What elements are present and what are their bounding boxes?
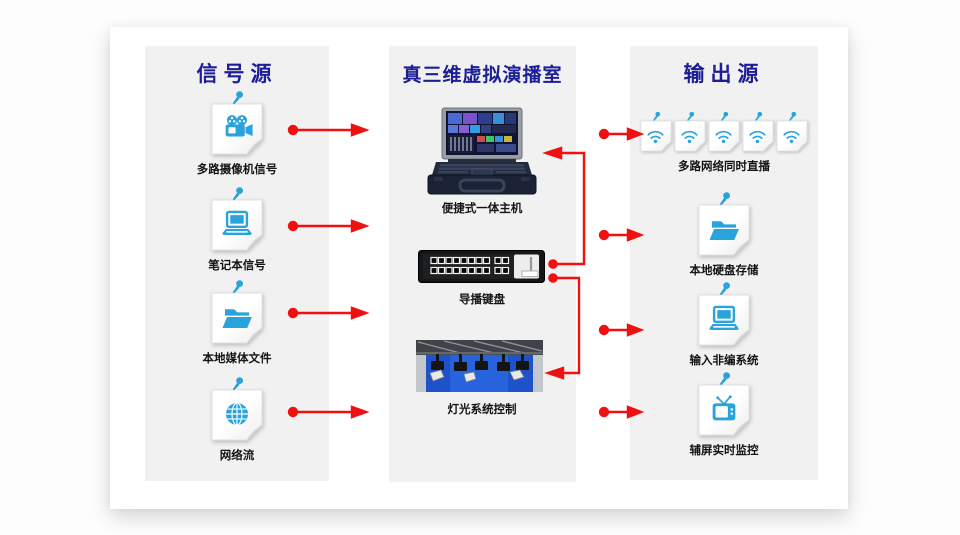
- note-card: [211, 389, 263, 441]
- note-card: [211, 103, 263, 155]
- item-label: 输入非编系统: [689, 355, 759, 367]
- output-item-laptop: 输入非编系统: [649, 281, 799, 368]
- source-item-camera: 多路摄像机信号: [162, 90, 312, 177]
- note-card: [211, 199, 263, 251]
- wifi-icon: [749, 130, 766, 144]
- wifi-note: [742, 111, 774, 152]
- item-label: 本地媒体文件: [202, 353, 272, 365]
- wifi-note: [776, 111, 808, 152]
- folder-icon: [709, 221, 739, 240]
- portable-host-image: [427, 107, 537, 195]
- lighting-rig-label: 灯光系统控制: [447, 404, 517, 416]
- switcher-keyboard-label: 导播键盘: [459, 294, 505, 306]
- output-item-tv: 辅屏实时监控: [649, 371, 799, 458]
- pushpin-icon: [232, 187, 243, 200]
- note-paper: [211, 199, 263, 251]
- wifi-note: [708, 111, 740, 152]
- output-item-wifi-group: 多路网络同时直播: [634, 111, 814, 174]
- wifi-note-row: [640, 111, 808, 152]
- item-label: 多路网络同时直播: [678, 161, 770, 173]
- note-card: [698, 204, 750, 256]
- item-label: 笔记本信号: [208, 260, 266, 272]
- item-label: 辅屏实时监控: [689, 445, 759, 457]
- note-card: [698, 384, 750, 436]
- camera-icon: [225, 115, 253, 137]
- wifi-icon: [681, 130, 698, 144]
- wifi-icon: [715, 130, 732, 144]
- wifi-icon: [647, 130, 664, 144]
- item-label: 本地硬盘存储: [689, 265, 759, 277]
- output-item-folder: 本地硬盘存储: [649, 191, 799, 278]
- item-label: 网络流: [219, 450, 255, 462]
- switcher-keyboard-image: [418, 250, 545, 283]
- globe-icon: [226, 402, 248, 426]
- pushpin-icon: [232, 377, 243, 390]
- pushpin-icon: [719, 192, 730, 205]
- lighting-rig-image: [416, 340, 543, 392]
- pushpin-icon: [686, 111, 695, 121]
- pushpin-icon: [652, 111, 661, 121]
- studio-title: 真三维虚拟演播室: [402, 65, 563, 86]
- wifi-note: [674, 111, 706, 152]
- source-item-laptop: 笔记本信号: [162, 186, 312, 273]
- signal-source-title: 信号源: [196, 62, 278, 86]
- pushpin-icon: [720, 111, 729, 121]
- pushpin-icon: [719, 372, 730, 385]
- wifi-icon: [783, 130, 800, 144]
- pushpin-icon: [232, 91, 243, 104]
- output-source-title: 输出源: [683, 62, 765, 86]
- source-item-globe: 网络流: [162, 376, 312, 463]
- laptop-icon: [709, 305, 739, 330]
- note-card: [211, 292, 263, 344]
- laptop-icon: [222, 210, 252, 235]
- portable-host-label: 便捷式一体主机: [441, 203, 523, 215]
- pushpin-icon: [719, 282, 730, 295]
- pushpin-icon: [754, 111, 763, 121]
- tv-icon: [712, 395, 736, 421]
- source-item-folder: 本地媒体文件: [162, 279, 312, 366]
- folder-icon: [222, 309, 252, 328]
- note-card: [698, 294, 750, 346]
- wifi-note: [640, 111, 672, 152]
- item-label: 多路摄像机信号: [196, 164, 278, 176]
- pushpin-icon: [788, 111, 797, 121]
- pushpin-icon: [232, 280, 243, 293]
